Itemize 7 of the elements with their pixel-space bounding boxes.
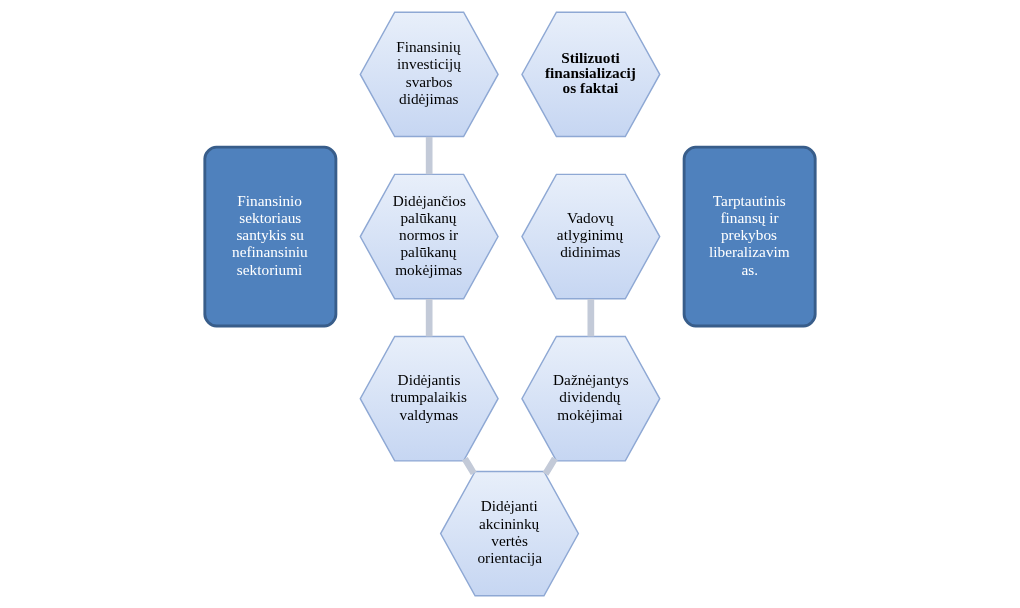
connector (587, 299, 595, 337)
connector (425, 299, 433, 337)
node-box: Finansinio sektoriaus santykis su nefinansiniu sektoriumi (203, 145, 338, 328)
connector (542, 456, 558, 476)
node-box: Tarptautinis finansų ir prekybos liberalizavim as. (682, 145, 817, 328)
connector (462, 457, 477, 476)
connector (425, 136, 433, 175)
